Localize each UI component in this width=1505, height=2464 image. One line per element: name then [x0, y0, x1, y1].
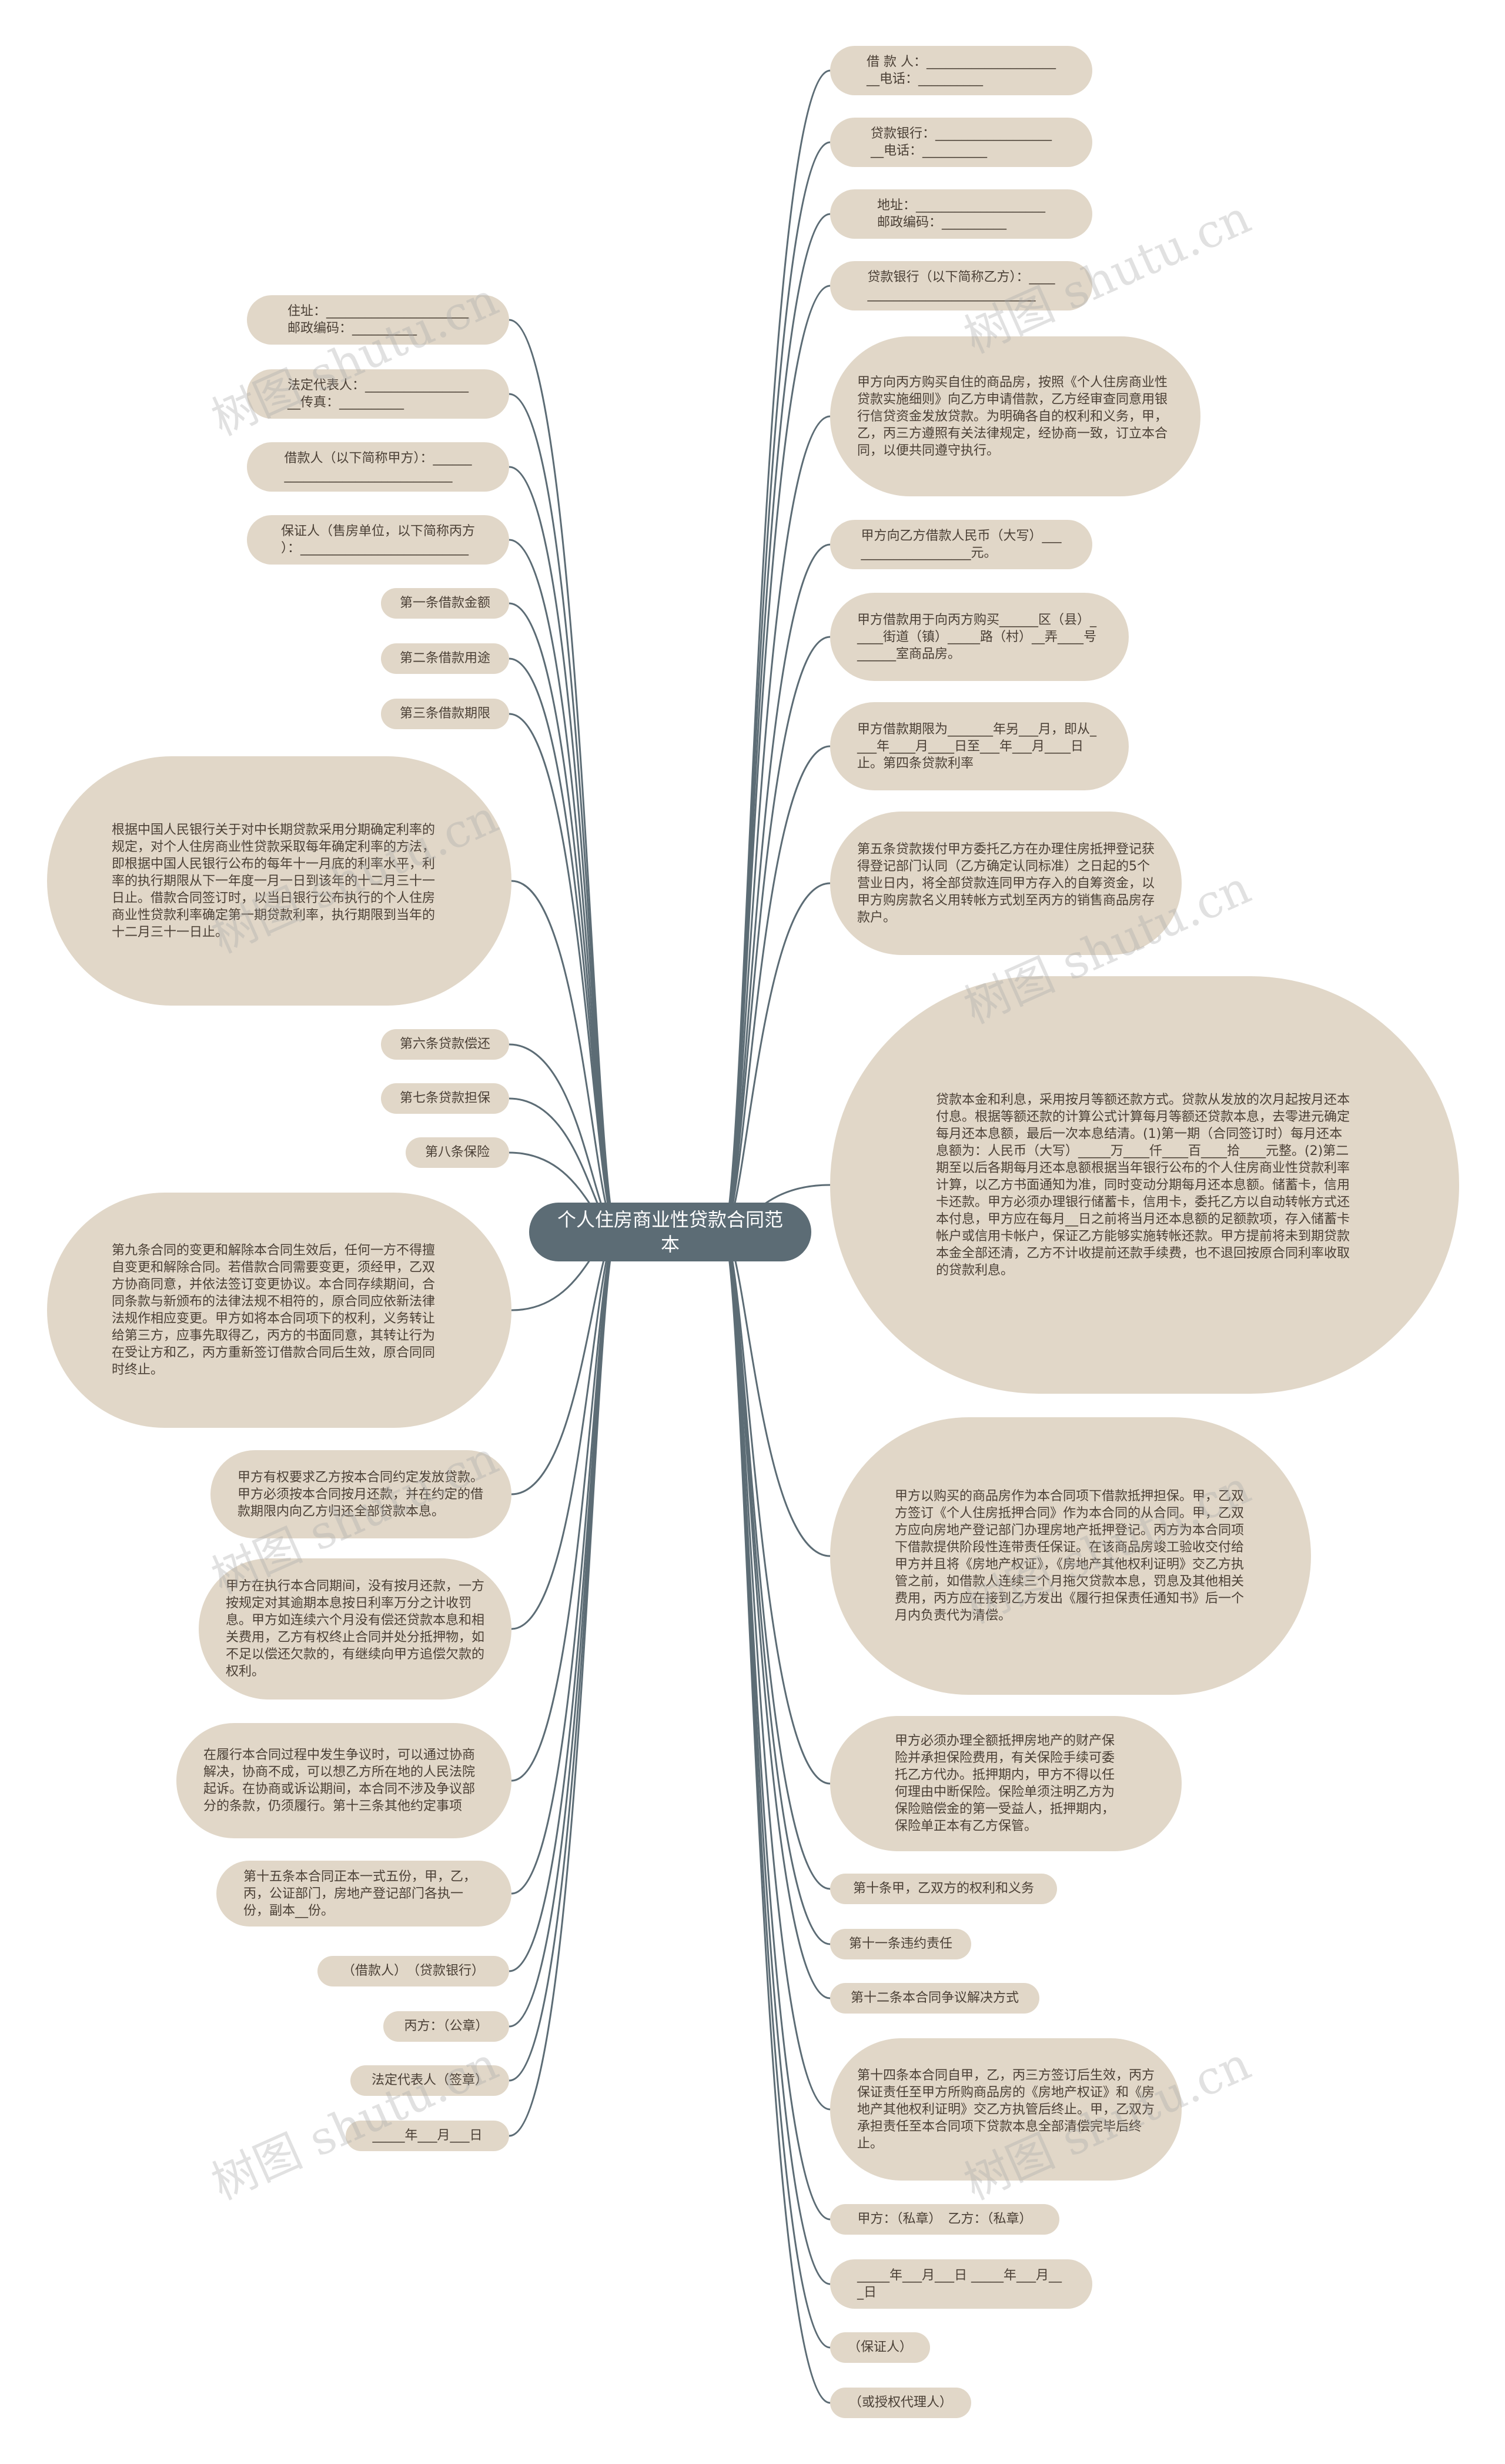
node-text: 第十一条违约责任 — [848, 1937, 952, 1951]
connector-line — [723, 745, 831, 1233]
left-node-article-3[interactable]: 第三条借款期限 — [381, 699, 509, 729]
right-node-loan-term[interactable]: 甲方借款期限为_______年另___月，即从____年____月____日至_… — [830, 702, 1129, 790]
node-text: 甲方向丙方购买自住的商品房，按照《个人住房商业性贷款实施细则》向乙方申请借款，乙… — [857, 375, 1168, 458]
right-node-repayment[interactable]: 贷款本金和利息，采用按月等额还款方式。贷款从发放的次月起按月还本付息。根据等额还… — [830, 976, 1459, 1394]
node-text: 第十条甲，乙双方的权利和义务 — [852, 1881, 1034, 1896]
node-text: 第一条借款金额 — [399, 596, 490, 610]
node-text: 在履行本合同过程中发生争议时，可以通过协商解决，协商不成，可以想乙方所在地的人民… — [203, 1748, 476, 1814]
node-text: 甲方以购买的商品房作为本合同项下借款抵押担保。甲，乙双方签订《个人住房抵押合同》… — [895, 1489, 1245, 1623]
right-node-article-12[interactable]: 第十二条本合同争议解决方式 — [830, 1983, 1039, 2014]
connector-line — [509, 1231, 618, 2137]
right-node-insurance[interactable]: 甲方必须办理全额抵押房地产的财产保险并承担保险费用，有关保险手续可委托乙方代办。… — [830, 1716, 1182, 1851]
left-node-interest-rate[interactable]: 根据中国人民银行关于对中长期贷款采用分期确定利率的规定，对个人住房商业性贷款采取… — [47, 756, 511, 1006]
left-node-borrower[interactable]: 借款人（以下简称甲方）：______ _____________________… — [247, 442, 509, 492]
node-text: 第十五条本合同正本一式五份，甲，乙，丙，公证部门，房地产登记部门各执一份，副本_… — [243, 1869, 477, 1918]
node-text: 贷款银行（以下简称乙方）：____ ______________________… — [867, 270, 1055, 302]
node-text: 借款人（以下简称甲方）：______ _____________________… — [284, 451, 472, 483]
node-text: 法定代表人：________________ __传真：__________ — [287, 378, 469, 410]
node-text: _____年___月___日 — [372, 2128, 483, 2143]
node-text: 甲方有权要求乙方按本合同约定发放贷款。甲方必须按本合同按月还款，并在约定的借款期… — [238, 1470, 484, 1519]
right-node-preamble[interactable]: 甲方向丙方购买自住的商品房，按照《个人住房商业性贷款实施细则》向乙方申请借款，乙… — [830, 336, 1200, 496]
left-node-article-6[interactable]: 第六条贷款偿还 — [381, 1029, 509, 1060]
left-node-legal-rep[interactable]: 法定代表人：________________ __传真：__________ — [247, 369, 509, 419]
left-node-guarantor[interactable]: 保证人（售房单位，以下简称丙方 ）：______________________… — [247, 515, 509, 565]
right-node-mortgage[interactable]: 甲方以购买的商品房作为本合同项下借款抵押担保。甲，乙双方签订《个人住房抵押合同》… — [830, 1417, 1311, 1695]
right-node-article-14[interactable]: 第十四条本合同自甲，乙，丙三方签订后生效，丙方保证责任至甲方所购商品房的《房地产… — [830, 2038, 1182, 2181]
right-node-borrower-phone[interactable]: 借 款 人：____________________ __电话：________… — [830, 46, 1092, 95]
node-text: 借 款 人：____________________ __电话：________… — [867, 55, 1056, 86]
node-text: 第七条贷款担保 — [399, 1091, 490, 1106]
right-node-agent[interactable]: （或授权代理人） — [830, 2388, 971, 2418]
node-text: 甲方向乙方借款人民币（大写）___ _________________元。 — [861, 529, 1062, 560]
right-node-article-10[interactable]: 第十条甲，乙双方的权利和义务 — [830, 1874, 1057, 1904]
node-text: （或授权代理人） — [848, 2395, 952, 2410]
node-text: 贷款本金和利息，采用按月等额还款方式。贷款从发放的次月起按月还本付息。根据等额还… — [936, 1092, 1350, 1278]
node-text: 第九条合同的变更和解除本合同生效后，任何一方不得擅自变更和解除合同。若借款合同需… — [112, 1243, 436, 1377]
connector-line — [509, 713, 618, 1233]
left-node-address[interactable]: 住址：______________________ 邮政编码：_________… — [247, 295, 509, 345]
connector-line — [511, 880, 618, 1233]
node-text: 住址：______________________ 邮政编码：_________… — [287, 304, 469, 336]
node-text: 甲方：（私章） 乙方：（私章） — [857, 2212, 1032, 2226]
right-node-lender[interactable]: 贷款银行（以下简称乙方）：____ ______________________… — [830, 261, 1092, 310]
node-text: 第三条借款期限 — [399, 706, 490, 721]
connector-line — [722, 1231, 831, 2404]
node-text: 第十二条本合同争议解决方式 — [850, 1991, 1019, 2005]
right-node-loan-purpose[interactable]: 甲方借款用于向丙方购买______区（县）_____街道（镇）_____路（村）… — [830, 593, 1129, 681]
left-node-article-9[interactable]: 第九条合同的变更和解除本合同生效后，任何一方不得擅自变更和解除合同。若借款合同需… — [47, 1193, 511, 1428]
node-text: 第二条借款用途 — [399, 651, 490, 666]
node-text: 法定代表人（签章） — [371, 2073, 488, 2088]
node-text: （保证人） — [847, 2340, 912, 2355]
node-text: 第八条保险 — [424, 1145, 490, 1160]
left-node-sign-legal-rep[interactable]: 法定代表人（签章） — [350, 2065, 509, 2096]
connector-line — [722, 415, 831, 1233]
connector-line — [722, 285, 831, 1233]
right-node-sign-dates[interactable]: _____年___月___日 _____年___月___日 — [830, 2259, 1092, 2309]
right-node-sign-parties[interactable]: 甲方：（私章） 乙方：（私章） — [830, 2204, 1059, 2235]
node-text: 甲方必须办理全额抵押房地产的财产保险并承担保险费用，有关保险手续可委托乙方代办。… — [895, 1734, 1115, 1834]
right-node-loan-amount[interactable]: 甲方向乙方借款人民币（大写）___ _________________元。 — [830, 520, 1092, 569]
connector-line — [723, 636, 831, 1233]
right-node-article-11[interactable]: 第十一条违约责任 — [830, 1929, 971, 1959]
node-text: 第十四条本合同自甲，乙，丙三方签订后生效，丙方保证责任至甲方所购商品房的《房地产… — [857, 2068, 1155, 2151]
left-node-default[interactable]: 甲方在执行本合同期间，没有按月还款，一方按规定对其逾期本息按日利率万分之计收罚息… — [199, 1558, 511, 1700]
node-text: 甲方借款用于向丙方购买______区（县）_____街道（镇）_____路（村）… — [857, 612, 1097, 662]
left-node-sign-party-c[interactable]: 丙方：（公章） — [383, 2011, 509, 2042]
node-text: 甲方借款期限为_______年另___月，即从____年____月____日至_… — [857, 722, 1097, 771]
right-node-article-5[interactable]: 第五条贷款拨付甲方委托乙方在办理住房抵押登记获得登记部门认同（乙方确定认同标准）… — [830, 812, 1182, 955]
left-node-date[interactable]: _____年___月___日 — [346, 2121, 509, 2151]
left-node-dispute[interactable]: 在履行本合同过程中发生争议时，可以通过协商解决，协商不成，可以想乙方所在地的人民… — [176, 1723, 511, 1838]
root-topic[interactable]: 个人住房商业性贷款合同范本 — [529, 1203, 811, 1261]
node-text: 保证人（售房单位，以下简称丙方 ）：______________________… — [280, 524, 475, 556]
node-text: 丙方：（公章） — [404, 2019, 489, 2034]
left-node-article-7[interactable]: 第七条贷款担保 — [381, 1083, 509, 1114]
right-node-guarantor[interactable]: （保证人） — [830, 2332, 930, 2363]
right-node-address[interactable]: 地址：____________________ 邮政编码：__________ — [830, 189, 1092, 239]
connector-line — [723, 1231, 831, 1785]
node-text: 根据中国人民银行关于对中长期贷款采用分期确定利率的规定，对个人住房商业性贷款采取… — [112, 822, 436, 940]
node-text: （借款人） （贷款银行） — [342, 1964, 484, 1978]
node-text: _____年___月___日 _____年___月___日 — [857, 2268, 1062, 2300]
left-node-article-8[interactable]: 第八条保险 — [406, 1137, 509, 1168]
connector-line — [511, 1231, 618, 1782]
node-text: 地址：____________________ 邮政编码：__________ — [877, 198, 1045, 230]
left-node-borrower-rights[interactable]: 甲方有权要求乙方按本合同约定发放贷款。甲方必须按本合同按月还款，并在约定的借款期… — [210, 1450, 511, 1538]
node-text: 第六条贷款偿还 — [399, 1037, 490, 1051]
left-node-article-1[interactable]: 第一条借款金额 — [381, 588, 509, 619]
node-text: 甲方在执行本合同期间，没有按月还款，一方按规定对其逾期本息按日利率万分之计收罚息… — [226, 1579, 485, 1679]
node-text: 贷款银行：__________________ __电话：__________ — [870, 126, 1052, 158]
left-node-article-2[interactable]: 第二条借款用途 — [381, 643, 509, 674]
left-node-sign-borrower[interactable]: （借款人） （贷款银行） — [317, 1956, 509, 1986]
node-text: 第五条贷款拨付甲方委托乙方在办理住房抵押登记获得登记部门认同（乙方确定认同标准）… — [857, 842, 1155, 925]
left-node-article-15[interactable]: 第十五条本合同正本一式五份，甲，乙，丙，公证部门，房地产登记部门各执一份，副本_… — [216, 1861, 511, 1927]
right-node-bank-phone[interactable]: 贷款银行：__________________ __电话：__________ — [830, 118, 1092, 167]
